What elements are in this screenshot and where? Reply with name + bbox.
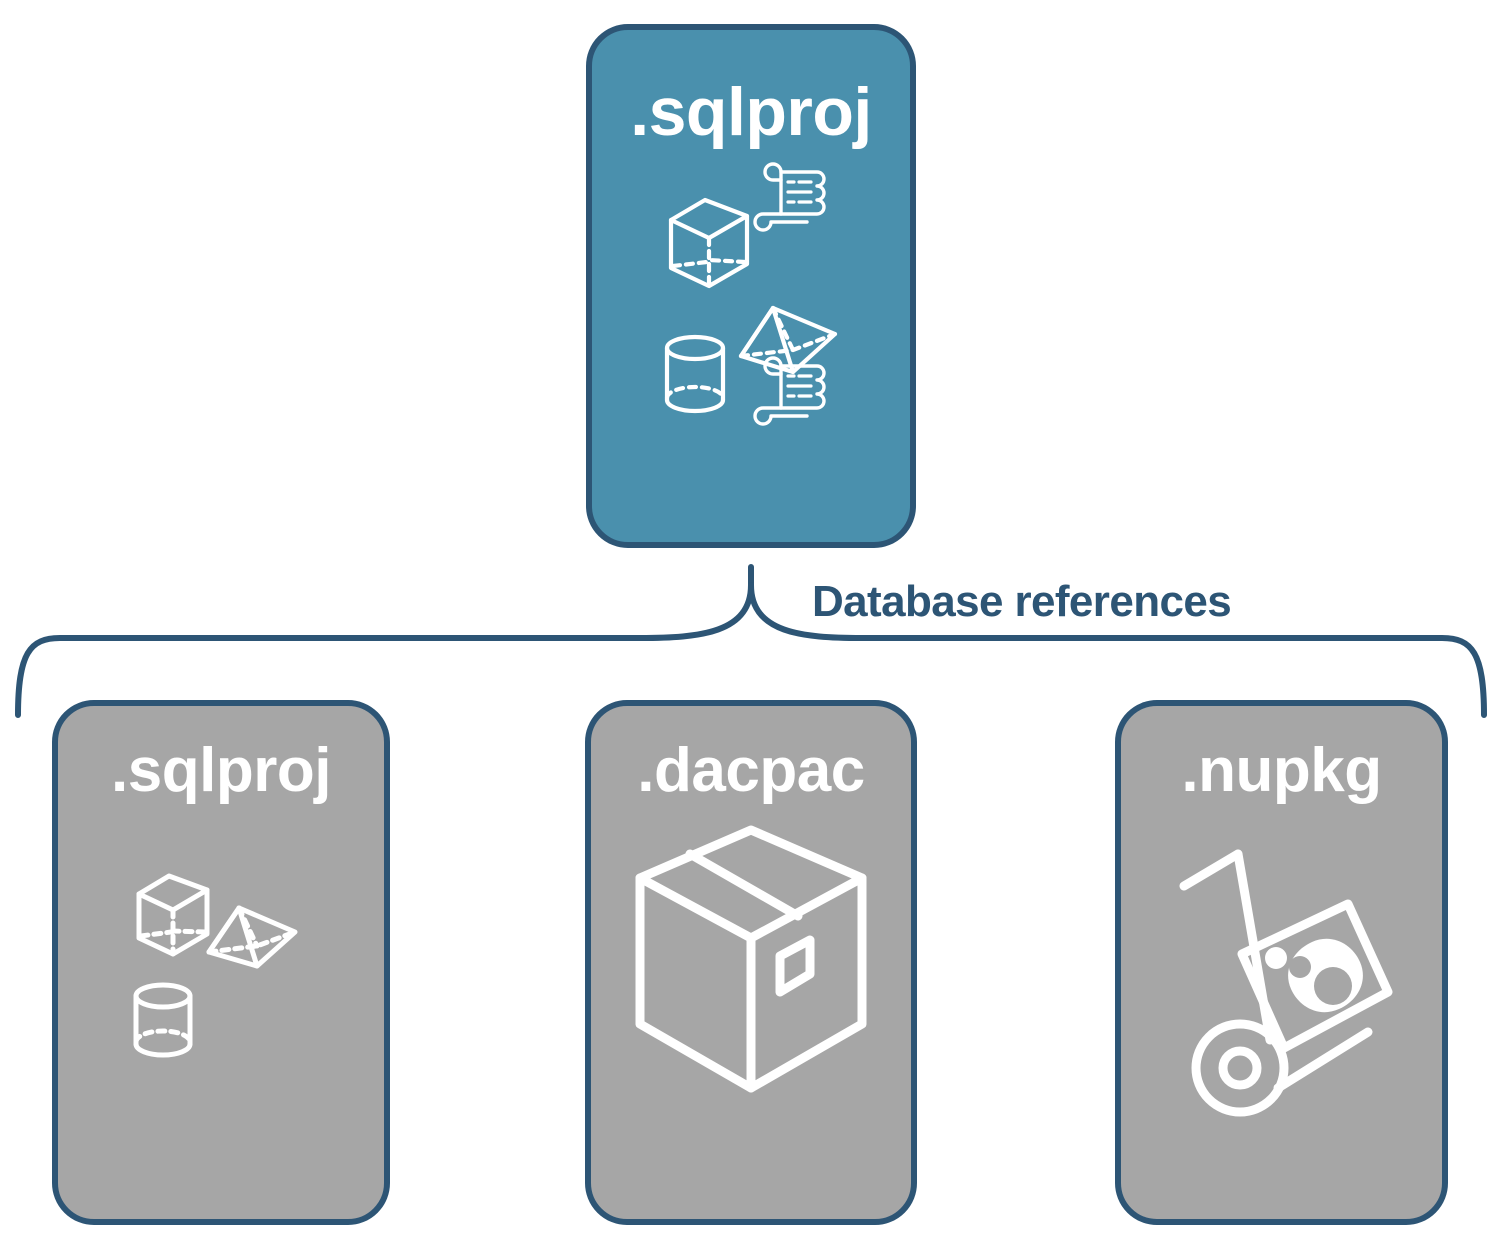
node-art-sqlproj-reference <box>58 856 384 1076</box>
node-title-dacpac: .dacpac <box>637 736 865 805</box>
node-art-nupkg <box>1121 836 1442 1126</box>
connector-label-database-references: Database references <box>812 577 1232 626</box>
script-scroll-icon <box>753 162 826 232</box>
node-art-sqlproj-root <box>592 160 910 440</box>
node-card-nupkg[interactable]: .nupkg <box>1115 700 1448 1225</box>
node-title-nupkg: .nupkg <box>1181 736 1382 805</box>
node-title-sqlproj-reference: .sqlproj <box>111 736 331 805</box>
wireframe-cylinder-icon <box>664 334 726 414</box>
node-card-sqlproj-reference[interactable]: .sqlproj <box>52 700 390 1225</box>
node-card-dacpac[interactable]: .dacpac <box>585 700 917 1225</box>
shipping-box-icon <box>635 825 867 1093</box>
node-title-sqlproj-root: .sqlproj <box>630 74 872 150</box>
node-card-sqlproj-root[interactable]: .sqlproj <box>586 24 916 548</box>
hand-truck-package-icon <box>1179 849 1392 1117</box>
script-scroll-icon <box>753 356 826 426</box>
brace-left-arm <box>15 582 754 718</box>
wireframe-cube-icon <box>136 873 210 957</box>
wireframe-pyramid-icon <box>206 905 298 969</box>
wireframe-pyramid-icon <box>738 305 838 375</box>
node-art-dacpac <box>591 816 911 1116</box>
wireframe-cube-icon <box>668 197 750 289</box>
wireframe-cylinder-icon <box>133 982 193 1058</box>
